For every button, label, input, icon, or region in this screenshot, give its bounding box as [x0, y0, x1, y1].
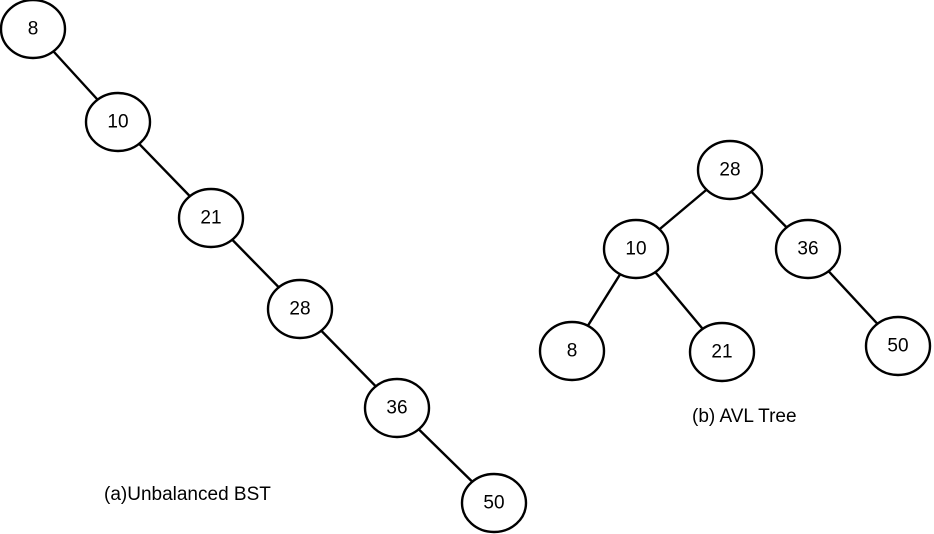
tree-node-u28: 28 — [266, 278, 334, 340]
node-circle — [363, 377, 431, 439]
node-label: 36 — [386, 398, 407, 419]
node-circle — [266, 278, 334, 340]
node-circle — [688, 321, 756, 383]
tree-node-a8: 8 — [538, 320, 606, 382]
node-label: 50 — [887, 336, 908, 357]
node-circle — [84, 91, 152, 153]
tree-node-u50: 50 — [460, 472, 528, 534]
node-label: 10 — [625, 239, 646, 260]
node-circle — [538, 320, 606, 382]
tree-node-a50: 50 — [864, 315, 932, 377]
node-circle — [460, 472, 528, 534]
tree-node-u21: 21 — [177, 187, 245, 249]
node-circle — [864, 315, 932, 377]
tree-node-a28: 28 — [696, 139, 764, 201]
node-label: 8 — [567, 341, 578, 362]
caption-unbalanced-bst: (a)Unbalanced BST — [104, 484, 271, 505]
node-label: 8 — [28, 19, 39, 40]
node-label: 28 — [719, 160, 740, 181]
node-label: 21 — [711, 342, 732, 363]
tree-node-a10: 10 — [602, 218, 670, 280]
caption-avl-tree: (b) AVL Tree — [692, 406, 797, 427]
node-circle — [0, 0, 67, 60]
node-label: 50 — [483, 493, 504, 514]
node-label: 10 — [107, 112, 128, 133]
edges-layer — [32, 28, 899, 504]
node-label: 28 — [289, 299, 310, 320]
tree-node-a36: 36 — [774, 218, 842, 280]
tree-node-a21: 21 — [688, 321, 756, 383]
tree-node-u10: 10 — [84, 91, 152, 153]
tree-node-u8: 8 — [0, 0, 67, 60]
node-label: 36 — [797, 239, 818, 260]
node-label: 21 — [200, 208, 221, 229]
node-circle — [696, 139, 764, 201]
node-circle — [774, 218, 842, 280]
tree-node-u36: 36 — [363, 377, 431, 439]
node-circle — [177, 187, 245, 249]
node-circle — [602, 218, 670, 280]
